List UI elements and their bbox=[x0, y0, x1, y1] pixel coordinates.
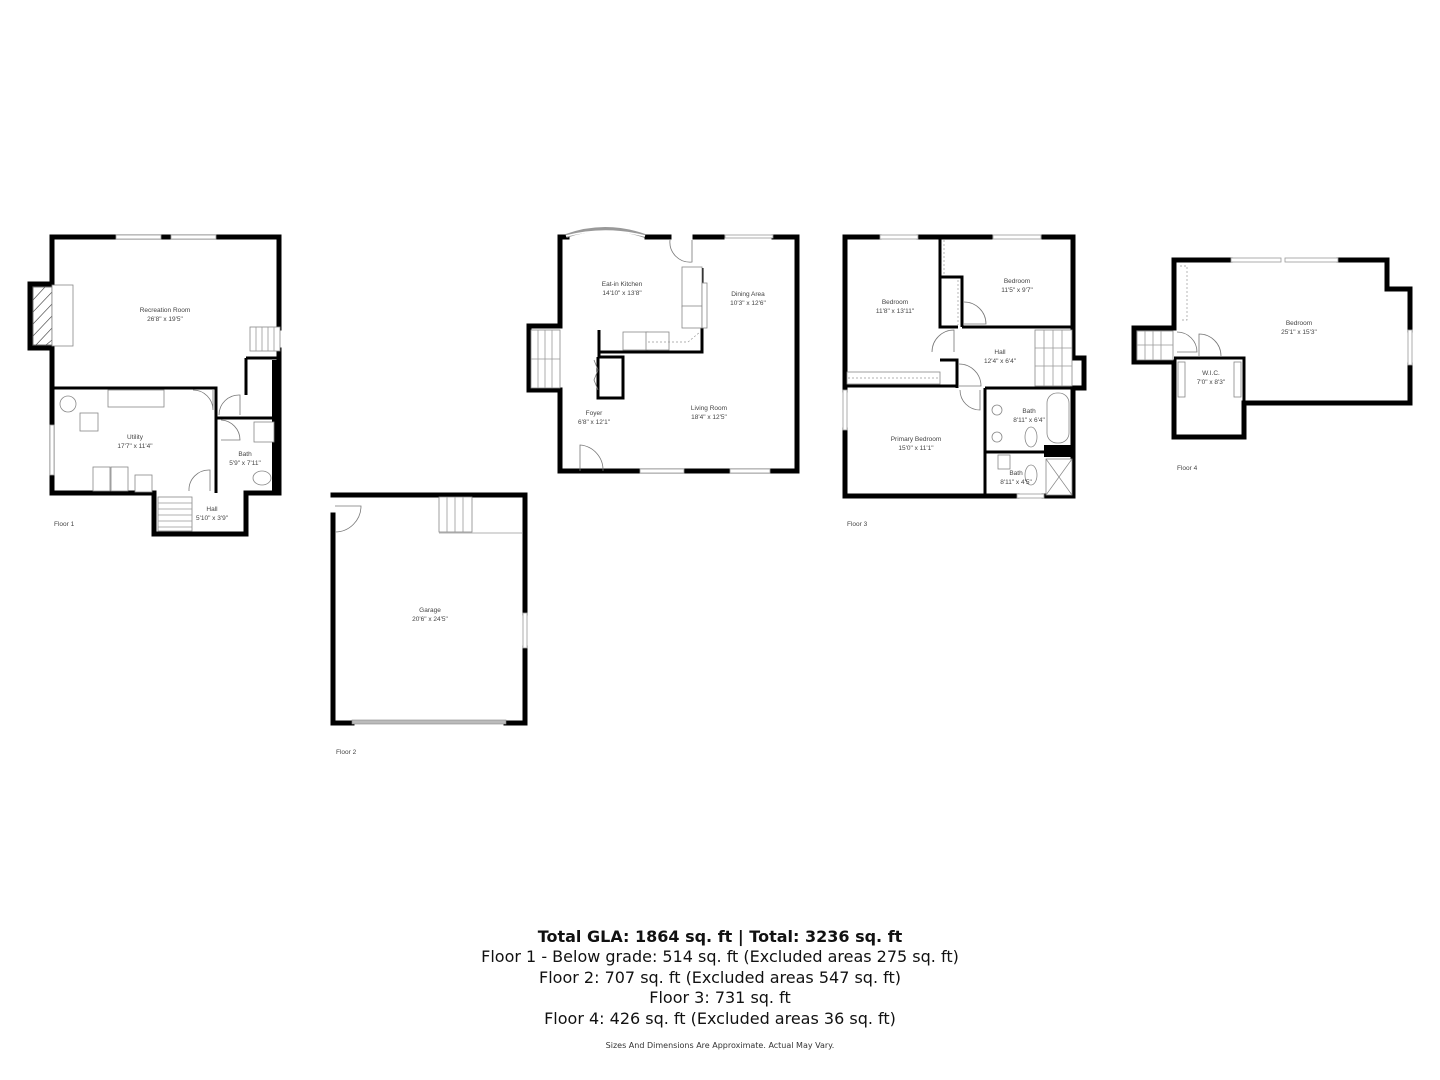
disclaimer: Sizes And Dimensions Are Approximate. Ac… bbox=[605, 1041, 835, 1050]
room-dimensions: 6'8" x 12'1" bbox=[577, 419, 611, 426]
toilet-icon bbox=[252, 470, 272, 486]
room-utility: Utility 17'7" x 11'4" bbox=[117, 433, 152, 451]
stairs-icon bbox=[1136, 330, 1174, 361]
room-primary-bedroom: Primary Bedroom 15'0" x 11'1" bbox=[891, 435, 942, 453]
stairs-icon bbox=[530, 329, 561, 389]
room-bedroom-2: Bedroom 11'5" x 9'7" bbox=[1001, 277, 1033, 295]
room-name: Hall bbox=[994, 349, 1006, 356]
floor-2-label: Floor 2 bbox=[336, 749, 357, 756]
room-name: Bath bbox=[238, 451, 252, 458]
floor-4-plan bbox=[1131, 257, 1413, 440]
floor-4-label: Floor 4 bbox=[1177, 465, 1198, 472]
floor-1-area: Floor 1 - Below grade: 514 sq. ft (Exclu… bbox=[481, 947, 959, 966]
area-summary: Total GLA: 1864 sq. ft | Total: 3236 sq.… bbox=[0, 926, 1440, 1050]
room-dimensions: 17'7" x 11'4" bbox=[117, 443, 153, 450]
room-name: Bath bbox=[1009, 470, 1023, 477]
floor-2-area: Floor 2: 707 sq. ft (Excluded areas 547 … bbox=[539, 967, 901, 987]
floor-3-plan bbox=[842, 234, 1087, 499]
stairs-icon bbox=[249, 326, 281, 352]
room-bath-2: Bath 8'11" x 4'5" bbox=[1000, 469, 1032, 487]
solid-wall bbox=[272, 360, 280, 493]
stairs-icon bbox=[157, 496, 193, 532]
washer-icon bbox=[92, 466, 111, 492]
room-dimensions: 8'11" x 4'5" bbox=[1000, 479, 1032, 486]
kitchen-sink-icon bbox=[681, 305, 703, 329]
stove-icon bbox=[645, 331, 670, 351]
room-dimensions: 20'6" x 24'5" bbox=[412, 616, 448, 623]
room-hall: Hall 5'10" x 3'9" bbox=[196, 505, 228, 523]
room-dimensions: 14'10" x 13'8" bbox=[602, 290, 642, 297]
room-hall: Hall 12'4" x 6'4" bbox=[984, 348, 1016, 366]
room-name: Eat-in Kitchen bbox=[601, 281, 643, 288]
room-name: Bedroom bbox=[881, 299, 909, 306]
room-bedroom-1: Bedroom 11'8" x 13'11" bbox=[876, 298, 914, 316]
toilet-icon bbox=[1024, 426, 1038, 448]
room-bath-1: Bath 8'11" x 6'4" bbox=[1013, 407, 1045, 425]
bathtub-icon bbox=[1046, 392, 1070, 444]
floor-2-plan bbox=[526, 227, 800, 474]
fireplace-icon bbox=[32, 286, 53, 346]
room-dimensions: 15'0" x 11'1" bbox=[898, 445, 934, 452]
room-name: Garage bbox=[419, 607, 441, 614]
floor-3-label: Floor 3 bbox=[847, 521, 868, 528]
room-dimensions: 26'8" x 19'5" bbox=[147, 316, 183, 323]
room-name: Bath bbox=[1022, 408, 1036, 415]
floor-3-area: Floor 3: 731 sq. ft bbox=[649, 988, 791, 1007]
room-dimensions: 10'3" x 12'6" bbox=[730, 300, 766, 307]
water-heater-icon bbox=[59, 395, 77, 413]
floor-1-label: Floor 1 bbox=[54, 521, 75, 528]
room-dimensions: 18'4" x 12'5" bbox=[691, 414, 727, 421]
room-eat-in-kitchen: Eat-in Kitchen 14'10" x 13'8" bbox=[602, 280, 642, 298]
room-foyer: Foyer 6'8" x 12'1" bbox=[578, 409, 610, 427]
floor-1-plan bbox=[27, 234, 282, 537]
stairs-icon bbox=[1034, 329, 1073, 387]
room-recreation-room: Recreation Room 26'8" x 19'5" bbox=[140, 306, 191, 324]
utility-sink-icon bbox=[134, 474, 153, 493]
room-dimensions: 5'9" x 7'11" bbox=[229, 460, 261, 467]
room-name: Hall bbox=[206, 506, 218, 513]
room-bath: Bath 5'9" x 7'11" bbox=[229, 450, 261, 468]
room-living-room: Living Room 18'4" x 12'5" bbox=[691, 404, 727, 422]
room-name: Primary Bedroom bbox=[890, 436, 942, 443]
dryer-icon bbox=[110, 466, 129, 492]
room-name: Recreation Room bbox=[139, 307, 191, 314]
room-dimensions: 7'0" x 8'3" bbox=[1196, 379, 1226, 386]
room-name: Living Room bbox=[690, 405, 728, 412]
garage-plan bbox=[330, 492, 528, 726]
sink-icon bbox=[253, 421, 275, 443]
room-wic: W.I.C. 7'0" x 8'3" bbox=[1197, 369, 1225, 387]
room-dimensions: 5'10" x 3'9" bbox=[195, 515, 229, 522]
room-dimensions: 11'5" x 9'7" bbox=[1001, 287, 1033, 294]
room-dimensions: 12'4" x 6'4" bbox=[983, 358, 1017, 365]
room-dimensions: 25'1" x 15'3" bbox=[1281, 329, 1317, 336]
room-dining-area: Dining Area 10'3" x 12'6" bbox=[730, 290, 766, 308]
room-garage: Garage 20'6" x 24'5" bbox=[412, 606, 448, 624]
room-bedroom: Bedroom 25'1" x 15'3" bbox=[1281, 319, 1317, 337]
room-name: Dining Area bbox=[731, 291, 765, 298]
room-name: Foyer bbox=[585, 410, 603, 417]
room-name: Bedroom bbox=[1285, 320, 1313, 327]
room-name: Utility bbox=[127, 434, 143, 441]
room-name: Bedroom bbox=[1003, 278, 1031, 285]
stairs-icon bbox=[438, 496, 522, 534]
total-area: Total GLA: 1864 sq. ft | Total: 3236 sq.… bbox=[537, 927, 903, 946]
floor-4-area: Floor 4: 426 sq. ft (Excluded areas 36 s… bbox=[544, 1008, 896, 1028]
room-dimensions: 8'11" x 6'4" bbox=[1013, 417, 1045, 424]
room-name: W.I.C. bbox=[1202, 370, 1220, 377]
room-dimensions: 11'8" x 13'11" bbox=[875, 308, 915, 315]
